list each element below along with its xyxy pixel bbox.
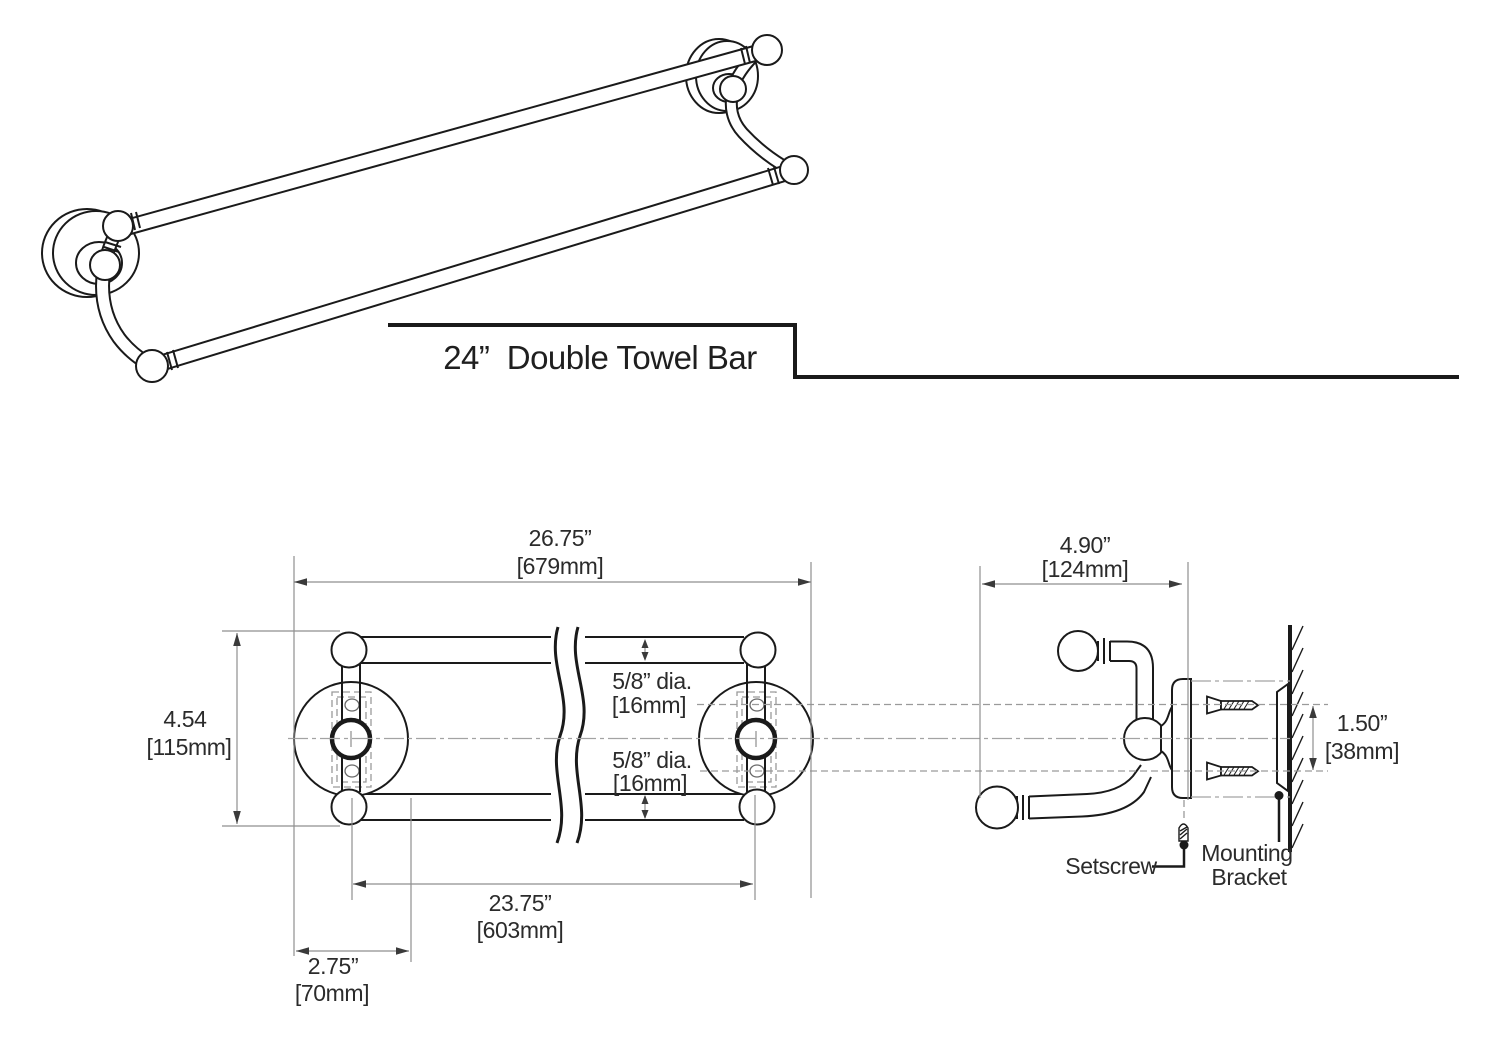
towel-bars-isometric xyxy=(125,43,792,373)
setscrew-shape xyxy=(1178,823,1189,842)
dim-mounting-centers-mm: [603mm] xyxy=(477,917,564,943)
wall-hatching xyxy=(1291,625,1304,849)
dim-projection-mm: [124mm] xyxy=(1042,556,1129,582)
dim-height-in: 4.54 xyxy=(163,706,207,732)
dim-screw-spacing-mm: [38mm] xyxy=(1325,738,1399,764)
dim-top-bar-dia-in: 5/8” dia. xyxy=(612,668,692,694)
dim-projection-in: 4.90” xyxy=(1060,532,1110,558)
finial-balls-front xyxy=(330,631,777,826)
dim-height-mm: [115mm] xyxy=(147,734,232,760)
towel-bars-front xyxy=(358,636,744,821)
dimensions: 26.75” [679mm] 4.54 [115mm] 5/8” dia. [1… xyxy=(147,525,1400,1006)
finial-balls-isometric xyxy=(102,34,809,383)
front-view xyxy=(293,626,814,844)
escutcheon-plate xyxy=(1171,678,1192,799)
dim-plate-offset-in: 2.75” xyxy=(308,953,358,979)
title-block: 24” Double Towel Bar xyxy=(388,323,1459,379)
dim-bottom-bar-dia-in: 5/8” dia. xyxy=(612,747,692,773)
dim-screw-spacing-in: 1.50” xyxy=(1337,710,1387,736)
centerlines xyxy=(288,680,1328,822)
collars-isometric xyxy=(103,45,780,371)
dim-plate-offset-mm: [70mm] xyxy=(295,980,369,1006)
isometric-view xyxy=(41,34,809,383)
dim-bottom-bar-dia-mm: [16mm] xyxy=(613,770,687,796)
dim-mounting-centers-in: 23.75” xyxy=(489,890,552,916)
lower-ball-side xyxy=(975,785,1019,830)
upper-ball-side xyxy=(1057,630,1099,672)
leader-labels: Setscrew Mounting Bracket xyxy=(1065,791,1293,890)
mounting-bracket-label-line1: Mounting xyxy=(1201,840,1292,866)
dim-top-bar-dia-mm: [16mm] xyxy=(612,692,686,718)
mount-posts xyxy=(341,662,766,792)
setscrew-label: Setscrew xyxy=(1065,853,1157,879)
side-view xyxy=(975,625,1304,852)
mounting-bracket-label-line2: Bracket xyxy=(1211,864,1287,890)
drawing-title: 24” Double Towel Bar xyxy=(443,339,757,376)
dim-overall-width-in: 26.75” xyxy=(529,525,592,551)
break-lines xyxy=(553,626,586,844)
mounting-bracket-shape xyxy=(1276,682,1289,793)
dim-overall-width-mm: [679mm] xyxy=(517,553,604,579)
